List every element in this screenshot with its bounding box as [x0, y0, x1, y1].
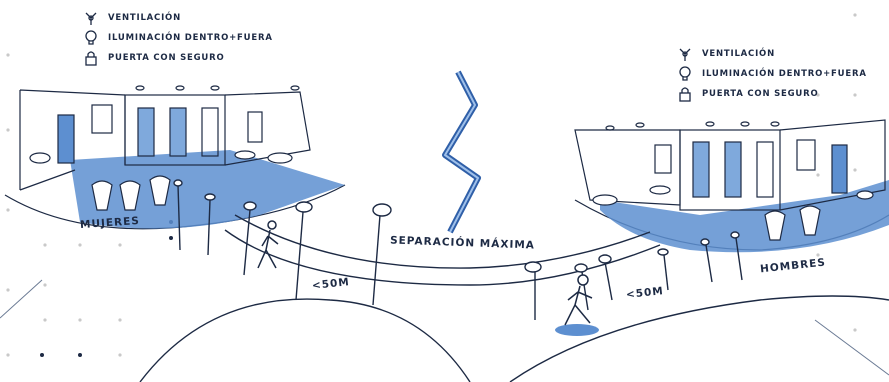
fan-icon — [676, 45, 694, 63]
legend-label: VENTILACIÓN — [702, 49, 775, 59]
legend-women: VENTILACIÓN ILUMINACIÓN DENTRO+FUERA PUE… — [82, 8, 273, 68]
women-restroom — [4, 85, 346, 230]
fan-icon — [82, 9, 100, 27]
legend-label: PUERTA CON SEGURO — [108, 53, 225, 63]
legend-men: VENTILACIÓN ILUMINACIÓN DENTRO+FUERA PUE… — [676, 44, 867, 104]
legend-item-lighting: ILUMINACIÓN DENTRO+FUERA — [676, 64, 867, 84]
street-lamps — [173, 179, 743, 320]
legend-label: ILUMINACIÓN DENTRO+FUERA — [108, 33, 273, 43]
legend-label: VENTILACIÓN — [108, 13, 181, 23]
lock-icon — [82, 49, 100, 67]
legend-item-lighting: ILUMINACIÓN DENTRO+FUERA — [82, 28, 273, 48]
legend-label: PUERTA CON SEGURO — [702, 89, 819, 99]
legend-item-ventilation: VENTILACIÓN — [676, 44, 867, 64]
lightbulb-icon — [676, 65, 694, 83]
legend-item-ventilation: VENTILACIÓN — [82, 8, 273, 28]
legend-item-lock: PUERTA CON SEGURO — [676, 84, 867, 104]
lock-icon — [676, 85, 694, 103]
dot-grid — [6, 13, 857, 357]
legend-label: ILUMINACIÓN DENTRO+FUERA — [702, 69, 867, 79]
legend-item-lock: PUERTA CON SEGURO — [82, 48, 273, 68]
walking-person-right — [555, 274, 599, 336]
lightbulb-icon — [82, 29, 100, 47]
men-restroom — [574, 119, 889, 253]
walking-person-left — [257, 220, 279, 269]
walkway — [139, 214, 889, 382]
